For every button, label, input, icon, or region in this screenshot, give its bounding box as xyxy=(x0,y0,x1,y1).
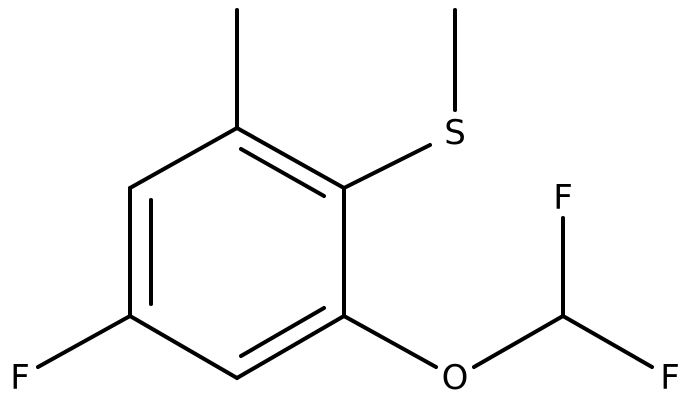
atom-oxygen: O xyxy=(442,358,469,398)
bond-c5-fluorine xyxy=(36,314,132,369)
atom-fluorine-top: F xyxy=(553,178,573,218)
bond-c2-sulfur xyxy=(342,143,432,190)
bond-ring-c3-c4 xyxy=(235,314,346,380)
atom-fluorine-ring: F xyxy=(10,358,30,398)
bond-ring-c6-c1 xyxy=(128,126,239,190)
atom-fluorine-right: F xyxy=(660,358,680,398)
bond-oxygen-chf2 xyxy=(472,314,565,369)
bond-ring-c4-c5 xyxy=(128,314,239,380)
bond-ring-inner-c1-c2 xyxy=(239,147,326,198)
bond-c3-oxygen xyxy=(342,314,438,369)
bond-ring-c1-c2 xyxy=(235,126,346,190)
bond-chf2-f-right xyxy=(561,314,654,369)
atom-sulfur: S xyxy=(444,113,466,153)
benzene-ring xyxy=(128,126,346,380)
bond-ring-inner-c3-c4 xyxy=(239,306,326,358)
